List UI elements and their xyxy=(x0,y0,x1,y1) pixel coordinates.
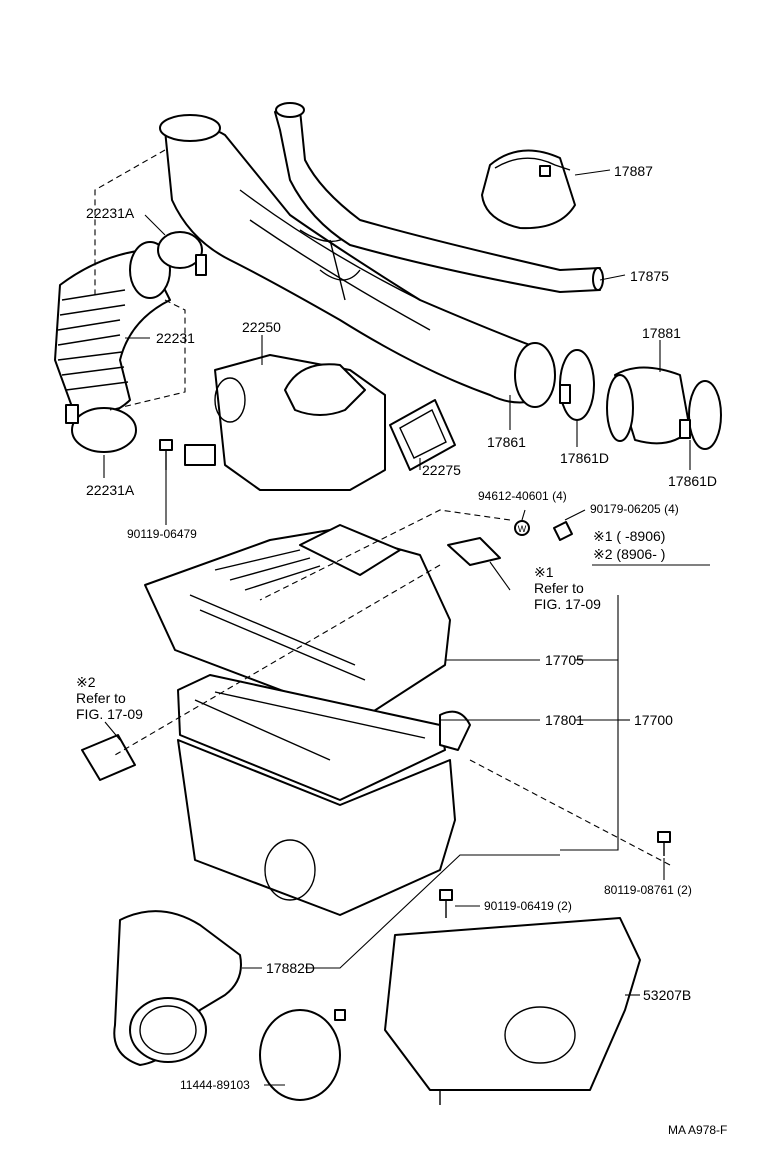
label-17801: 17801 xyxy=(545,712,584,728)
label-22250: 22250 xyxy=(242,319,281,335)
note-range-2: ※2 (8906- ) xyxy=(593,546,666,562)
air-flow-meter-22250 xyxy=(184,354,386,491)
label-22275: 22275 xyxy=(422,462,461,478)
note-ref-2-mark: ※2 xyxy=(76,674,96,690)
air-filter-element-17801 xyxy=(177,674,446,801)
band-17887 xyxy=(481,149,576,230)
air-cleaner-cap-17705 xyxy=(144,524,451,721)
seal-ref-2 xyxy=(81,734,136,781)
figure-code: MA A978-F xyxy=(668,1123,728,1137)
gasket-22275 xyxy=(389,399,456,471)
label-17861D-b: 17861D xyxy=(668,473,718,489)
note-ref-1-line1: Refer to xyxy=(534,580,584,596)
label-17861: 17861 xyxy=(487,434,526,450)
label-22231: 22231 xyxy=(156,330,195,346)
dashed-guide-hose xyxy=(94,149,186,411)
seal-ref-1 xyxy=(447,537,501,566)
washer-symbol: W xyxy=(518,524,527,534)
label-90119-06479: 90119-06479 xyxy=(127,527,197,541)
note-ref-2-line1: Refer to xyxy=(76,690,126,706)
label-17882D: 17882D xyxy=(266,960,316,976)
label-11444-89103: 11444-89103 xyxy=(180,1078,250,1092)
note-ref-2: ※2 Refer to FIG. 17-09 xyxy=(76,674,143,722)
intake-duct-17861 xyxy=(159,114,556,408)
bolt-90119-06419 xyxy=(439,889,453,918)
washer-94612-40601: W xyxy=(514,520,530,536)
dashed-guide-case xyxy=(469,759,671,866)
label-53207B: 53207B xyxy=(643,987,692,1003)
label-80119-08761: 80119-08761 (2) xyxy=(604,883,692,897)
label-17875: 17875 xyxy=(630,268,669,284)
cap-11444-89103 xyxy=(259,1009,346,1101)
label-17705: 17705 xyxy=(545,652,584,668)
note-ref-1-line2: FIG. 17-09 xyxy=(534,596,601,612)
leader-lines xyxy=(103,169,710,1086)
cover-53207B xyxy=(384,917,641,1105)
bolt-90119-06479 xyxy=(159,439,173,470)
hose-17881 xyxy=(559,349,722,450)
air-hose-22231 xyxy=(54,231,207,453)
note-ref-1: ※1 Refer to FIG. 17-09 xyxy=(534,564,601,612)
label-90119-06419: 90119-06419 (2) xyxy=(484,899,572,913)
bolt-80119-08761 xyxy=(657,831,671,856)
note-ref-2-line2: FIG. 17-09 xyxy=(76,706,143,722)
label-22231A-top: 22231A xyxy=(86,205,135,221)
label-17861D-a: 17861D xyxy=(560,450,610,466)
air-cleaner-case xyxy=(177,710,471,916)
hose-17875 xyxy=(274,102,604,293)
dashed-guide-cap xyxy=(114,509,511,756)
note-ref-1-mark: ※1 xyxy=(534,564,554,580)
nut-90179-06205 xyxy=(553,521,573,541)
note-range-1: ※1 ( -8906) xyxy=(593,528,666,544)
label-17881: 17881 xyxy=(642,325,681,341)
label-22231A-bottom: 22231A xyxy=(86,482,135,498)
label-94612-40601: 94612-40601 (4) xyxy=(478,489,567,503)
label-17887: 17887 xyxy=(614,163,653,179)
label-17700: 17700 xyxy=(634,712,673,728)
label-90179-06205: 90179-06205 (4) xyxy=(590,502,679,516)
inlet-hose-17882D xyxy=(113,910,242,1066)
